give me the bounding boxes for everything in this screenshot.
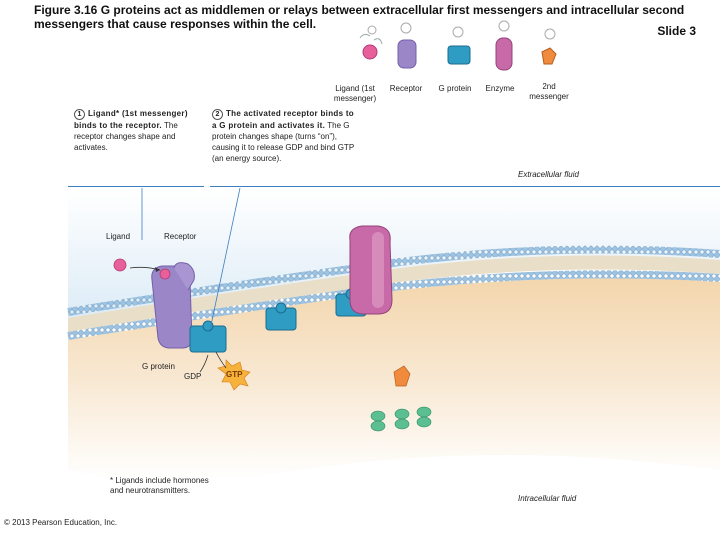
step-2-rule <box>210 186 720 187</box>
legend-second-messenger-figure <box>541 28 557 65</box>
step2-leader <box>209 187 241 331</box>
ligand-label: Ligand <box>106 232 131 241</box>
receptor-protein <box>151 262 195 349</box>
g-protein-label: G protein <box>142 362 175 371</box>
step-1-text: The receptor changes shape and activates… <box>74 121 178 152</box>
legend-ligand-figure <box>359 25 383 60</box>
step-2-text: The G protein changes shape (turns “on”)… <box>212 121 355 163</box>
second-messenger-shape <box>393 365 411 387</box>
legend-gprotein-label: G protein <box>438 84 472 93</box>
intracellular-label: Intracellular fluid <box>518 494 577 503</box>
legend-enzyme-label: Enzyme <box>485 84 515 93</box>
step-1-number: 1 <box>74 109 85 120</box>
step-1-rule <box>68 186 204 187</box>
intracellular-region <box>68 278 720 480</box>
slide-number: Slide 3 <box>657 24 696 38</box>
receptor-label: Receptor <box>164 232 197 241</box>
enzyme-protein <box>349 225 393 315</box>
g-protein-free <box>265 302 297 331</box>
bound-ligand <box>159 268 171 280</box>
legend-gprotein-figure <box>447 26 471 65</box>
gtp-label: GTP <box>226 370 243 379</box>
step-2-heading: The activated receptor binds to a G prot… <box>212 109 354 130</box>
legend-receptor-figure <box>397 22 417 69</box>
legend-enzyme-figure <box>495 20 513 71</box>
g-protein-bound <box>189 320 227 353</box>
footnote: * Ligands include hormones and neurotran… <box>110 476 209 495</box>
copyright: © 2013 Pearson Education, Inc. <box>4 518 118 527</box>
gdp-label: GDP <box>184 372 202 381</box>
legend-second-messenger-label: 2nd messenger <box>529 82 569 101</box>
legend-receptor-label: Receptor <box>389 84 423 93</box>
lipid-tails <box>68 255 720 332</box>
free-ligand <box>113 258 127 272</box>
figure-title: Figure 3.16 G proteins act as middlemen … <box>34 3 685 31</box>
step-1-heading: Ligand* (1st messenger) binds to the rec… <box>74 109 188 130</box>
legend-ligand-label: Ligand (1st messenger) <box>333 84 377 103</box>
extracellular-label: Extracellular fluid <box>518 170 579 179</box>
step-2-number: 2 <box>212 109 223 120</box>
second-messenger-cluster <box>370 406 432 432</box>
